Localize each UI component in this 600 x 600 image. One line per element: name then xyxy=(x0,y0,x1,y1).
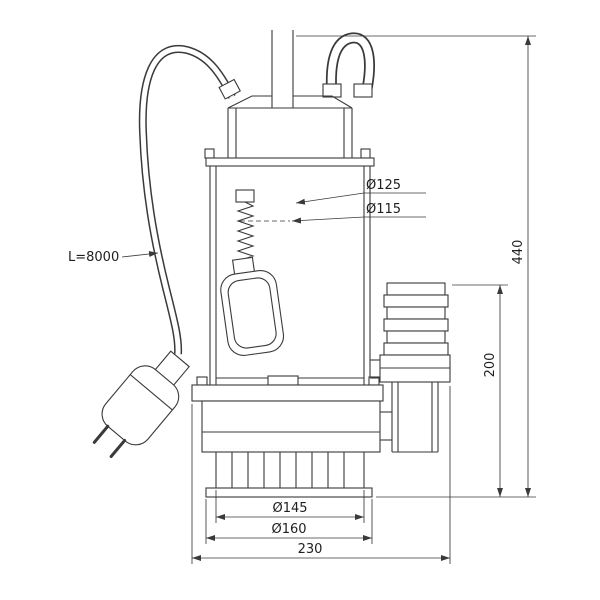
cable-gland xyxy=(218,78,241,100)
dim-base-diameter: Ø160 xyxy=(205,499,373,544)
hose-barb-ridge xyxy=(386,330,446,344)
flange-bolt xyxy=(360,148,371,159)
float-cable-coil xyxy=(235,189,290,273)
dim-outlet-height: 200 xyxy=(452,284,508,497)
dim-inner-diameter: Ø115 xyxy=(291,202,426,224)
dim-label-cable-length: L=8000 xyxy=(68,250,119,265)
flange-bolt xyxy=(196,376,208,386)
dim-strainer-diameter: Ø145 xyxy=(215,490,365,523)
dim-label-top-diameter: Ø125 xyxy=(366,178,401,193)
hose-fitting-right xyxy=(353,83,373,98)
dim-label-total-height: 440 xyxy=(511,240,526,265)
bottom-flange xyxy=(191,375,384,402)
float-inner xyxy=(227,277,277,349)
pump-body xyxy=(209,166,371,385)
hose-loop xyxy=(322,32,375,98)
strainer-base xyxy=(205,452,373,498)
power-plug xyxy=(92,350,190,459)
plug-pin xyxy=(109,438,127,459)
dim-total-width: 230 xyxy=(191,386,451,564)
motor-housing xyxy=(204,95,375,167)
top-pipe xyxy=(271,30,294,108)
hose-fitting-left xyxy=(322,83,342,98)
float-cable-fitting xyxy=(235,189,255,203)
dim-total-height: 440 xyxy=(296,35,536,498)
base-plate xyxy=(205,487,373,498)
volute-casing xyxy=(201,400,381,453)
dim-top-diameter: Ø125 xyxy=(295,178,426,205)
dim-label-strainer-diameter: Ø145 xyxy=(272,501,307,516)
hose-barb-ridge xyxy=(386,306,446,320)
hose-barb-ridge xyxy=(386,282,446,296)
power-cable xyxy=(138,44,241,355)
dim-label-base-diameter: Ø160 xyxy=(271,522,306,537)
flange-bolt xyxy=(204,148,215,159)
float-switch xyxy=(220,256,285,356)
dim-label-total-width: 230 xyxy=(298,542,323,557)
plug-body xyxy=(101,365,180,446)
plug-pin xyxy=(92,424,110,444)
hose-barb-ridge xyxy=(383,294,449,308)
dim-label-outlet-height: 200 xyxy=(483,353,498,378)
hose-barb-ridge xyxy=(383,342,449,356)
flange-knob xyxy=(267,375,299,386)
discharge-outlet xyxy=(370,282,451,453)
dim-cable-length: L=8000 xyxy=(68,250,159,265)
top-flange xyxy=(205,157,375,167)
dim-label-inner-diameter: Ø115 xyxy=(366,202,401,217)
hose-barb-ridge xyxy=(383,318,449,332)
